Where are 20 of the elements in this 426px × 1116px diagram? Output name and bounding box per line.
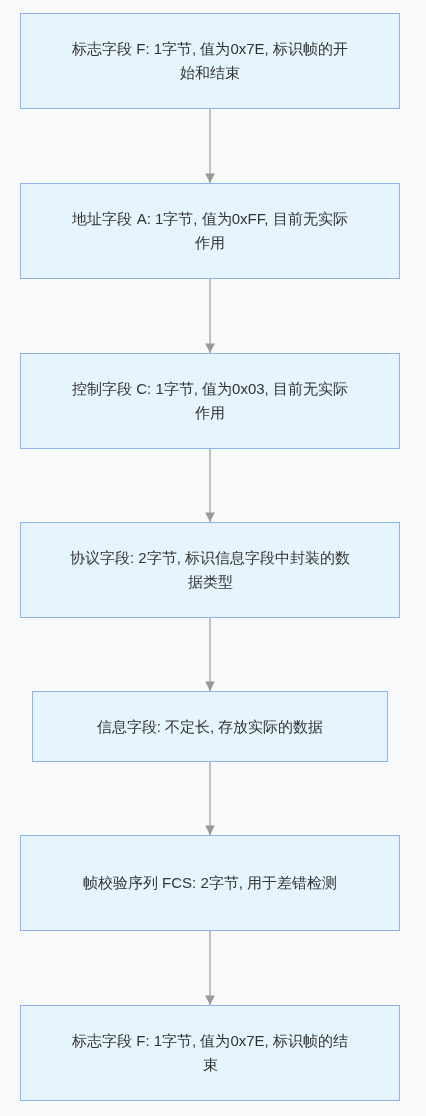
arrow: [205, 761, 215, 836]
process-box: [20, 353, 400, 449]
process-box: [20, 13, 400, 109]
box-label: 标志字段 F: 1字节, 值为0x7E, 标识帧的结束: [71, 1031, 349, 1075]
arrow: [205, 278, 215, 354]
process-box: [20, 835, 400, 931]
arrow: [205, 448, 215, 523]
box-label: 标志字段 F: 1字节, 值为0x7E, 标识帧的开始和结束: [71, 39, 349, 83]
box-label: 控制字段 C: 1字节, 值为0x03, 目前无实际作用: [71, 379, 349, 423]
arrow: [205, 617, 215, 692]
box-label: 地址字段 A: 1字节, 值为0xFF, 目前无实际作用: [71, 209, 349, 253]
process-box: [20, 522, 400, 618]
process-box: [20, 1005, 400, 1101]
arrow: [205, 930, 215, 1006]
arrow: [205, 108, 215, 184]
process-box: [32, 691, 388, 762]
process-box: [20, 183, 400, 279]
box-label: 协议字段: 2字节, 标识信息字段中封装的数据类型: [69, 548, 351, 592]
box-label: 帧校验序列 FCS: 2字节, 用于差错检测: [82, 873, 338, 893]
box-label: 信息字段: 不定长, 存放实际的数据: [96, 716, 324, 737]
